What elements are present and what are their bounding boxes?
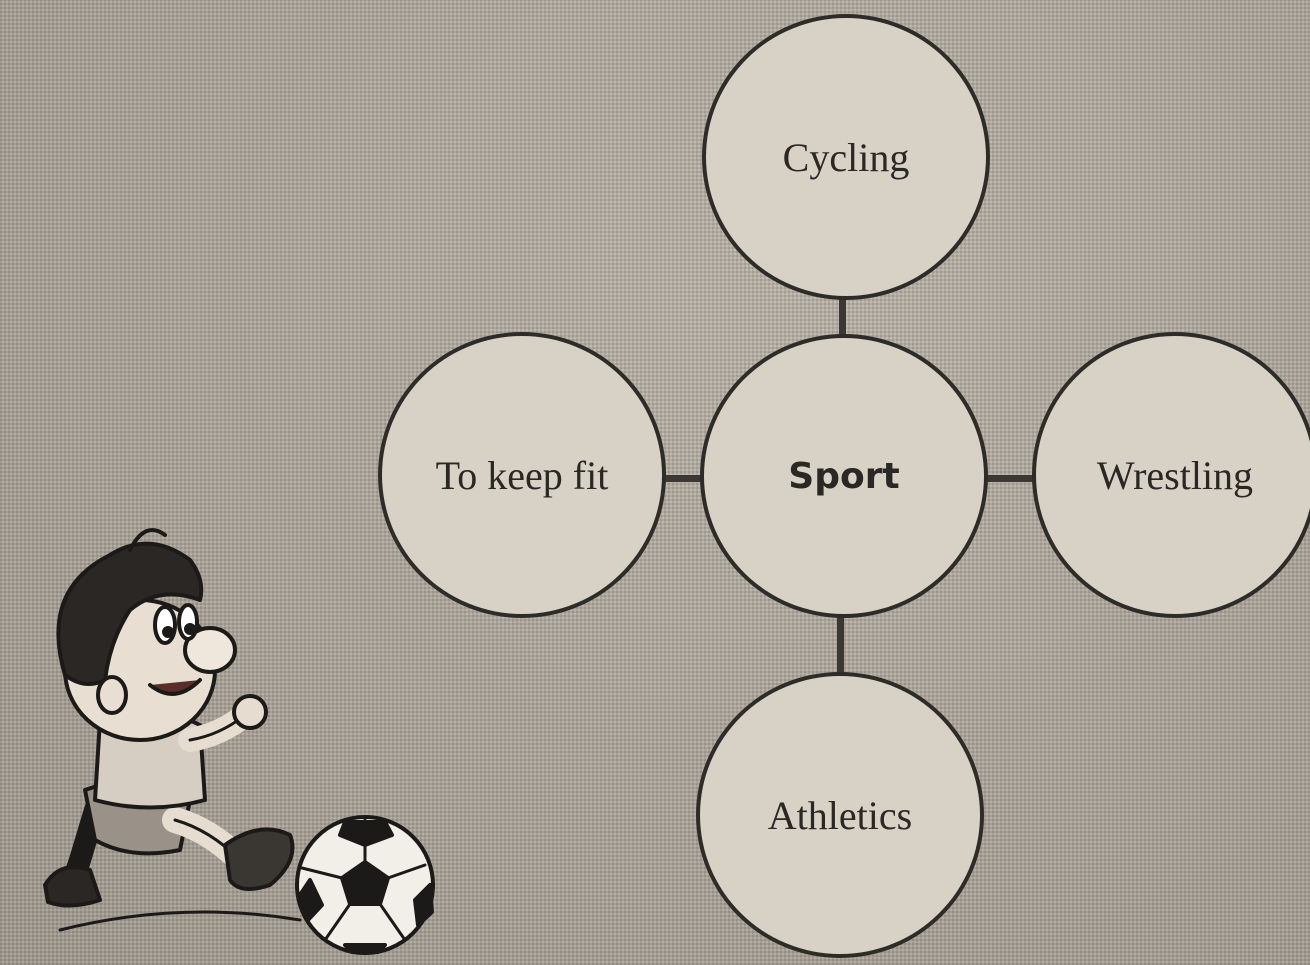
connector-bottom: [837, 614, 844, 674]
node-right-label: Wrestling: [1096, 452, 1254, 498]
node-right: Wrestling: [1032, 332, 1310, 618]
node-left: To keep fit: [378, 332, 666, 618]
node-bottom: Athletics: [696, 672, 984, 958]
node-left-label: To keep fit: [435, 452, 609, 498]
connector-top: [839, 296, 846, 336]
connector-left: [663, 475, 703, 482]
node-top-label: Cycling: [782, 134, 910, 180]
boy-with-ball-illustration: [43, 528, 435, 955]
connector-right: [985, 475, 1035, 482]
node-center: Sport: [700, 334, 988, 618]
node-bottom-label: Athletics: [767, 792, 913, 838]
node-center-label: Sport: [788, 455, 900, 497]
node-top: Cycling: [702, 14, 990, 300]
